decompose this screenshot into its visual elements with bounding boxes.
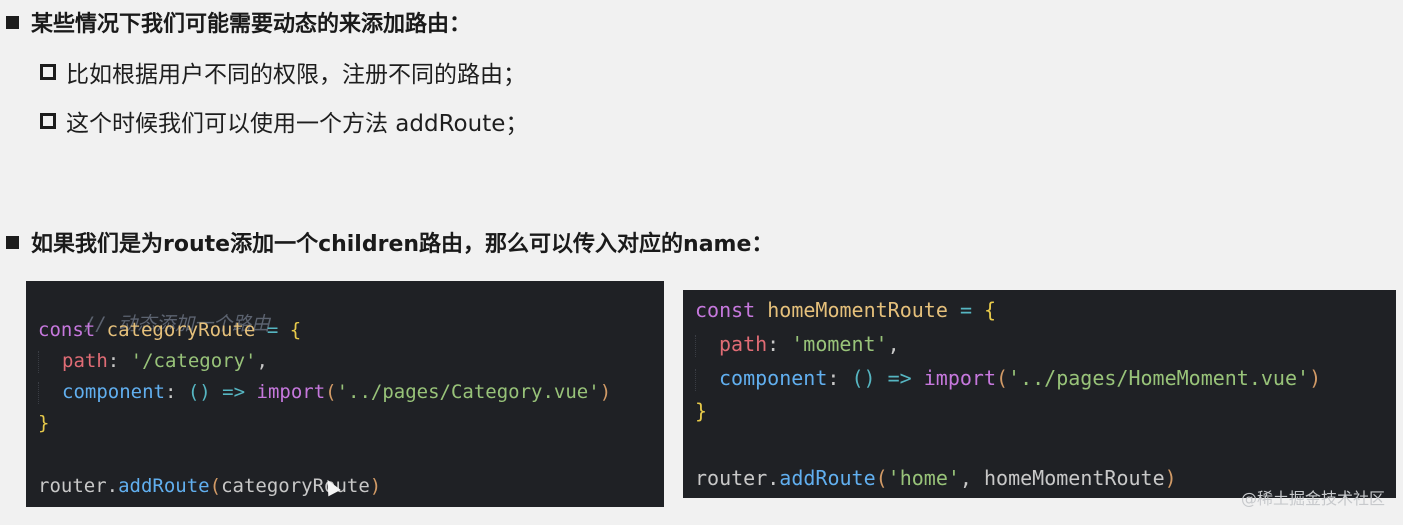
code-line-declaration: const categoryRoute = { [38, 319, 302, 341]
code-comment: // 动态添加一个路由 [83, 313, 271, 335]
code-block-category-route: // 动态添加一个路由 const categoryRoute = { path… [26, 281, 664, 507]
code-line-component: component: () => import('../pages/HomeMo… [695, 366, 1321, 391]
watermark: @稀土掘金技术社区 [1240, 489, 1385, 508]
code-line-close: } [695, 399, 708, 423]
code-line-addroute: router.addRoute(categoryRoute) [38, 475, 382, 497]
list-item: 比如根据用户不同的权限，注册不同的路由； [40, 55, 526, 89]
code-line-component: component: () => import('../pages/Catego… [38, 381, 611, 404]
code-line-declaration: const homeMomentRoute = { [695, 298, 997, 322]
list-item-text: 这个时候我们可以使用一个方法 addRoute； [66, 111, 529, 137]
heading-text: 某些情况下我们可能需要动态的来添加路由： [31, 12, 472, 37]
code-line-path: path: 'moment', [695, 332, 900, 357]
code-line-close: } [38, 412, 50, 434]
code-line-path: path: '/category', [38, 350, 268, 373]
heading-children-routes: 如果我们是为route添加一个children路由，那么可以传入对应的name： [6, 226, 773, 258]
bullet-hollow-square-icon [40, 64, 56, 80]
heading-text: 如果我们是为route添加一个children路由，那么可以传入对应的name： [31, 232, 774, 257]
bullet-hollow-square-icon [40, 113, 56, 129]
code-block-home-moment-route: const homeMomentRoute = { path: 'moment'… [683, 290, 1396, 498]
list-item-text: 比如根据用户不同的权限，注册不同的路由； [66, 62, 526, 88]
list-item: 这个时候我们可以使用一个方法 addRoute； [40, 104, 528, 138]
bullet-square-icon [6, 15, 19, 29]
code-line-addroute: router.addRoute('home', homeMomentRoute) [695, 466, 1177, 490]
heading-dynamic-routes: 某些情况下我们可能需要动态的来添加路由： [6, 6, 471, 38]
bullet-square-icon [6, 235, 19, 249]
